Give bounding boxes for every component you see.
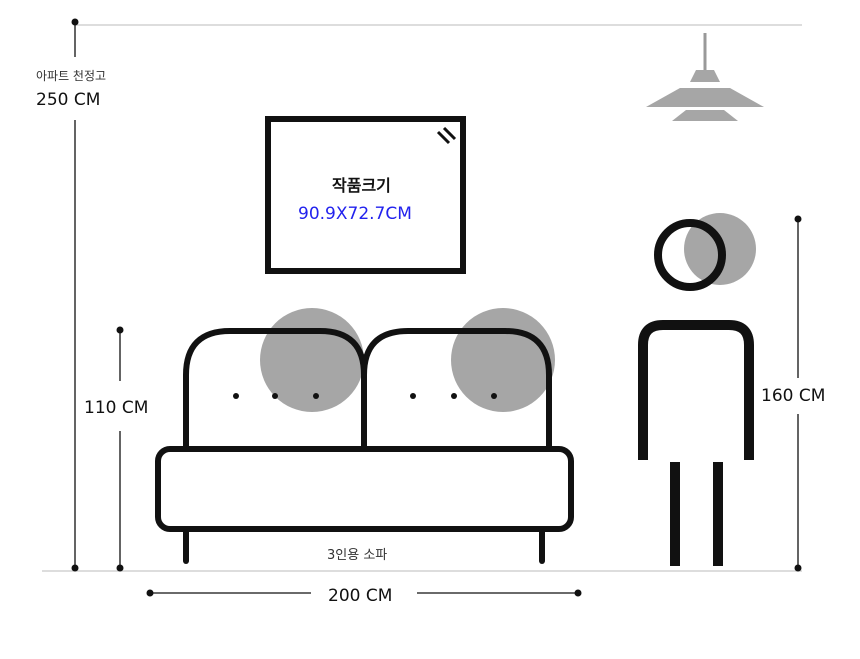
artwork-title: 작품크기: [332, 176, 391, 195]
artwork-frame: [265, 116, 466, 274]
artwork-size: 90.9X72.7CM: [298, 204, 412, 224]
sofa-width-label: 200 CM: [328, 586, 393, 606]
person-head-icon: [654, 219, 726, 291]
person-body-icon: [638, 320, 754, 460]
pendant-lamp-icon: [646, 33, 764, 121]
sofa-icon: [155, 328, 574, 564]
person-legs-icon: [670, 462, 723, 566]
ceiling-height-label: 250 CM: [36, 90, 101, 110]
person-height-label: 160 CM: [761, 386, 826, 406]
sofa-height-label: 110 CM: [84, 398, 149, 418]
glare-icon: [436, 126, 457, 145]
cushion-shadow: [451, 308, 555, 412]
sofa-caption: 3인용 소파: [327, 548, 388, 563]
ceiling-caption: 아파트 천정고: [36, 69, 107, 83]
